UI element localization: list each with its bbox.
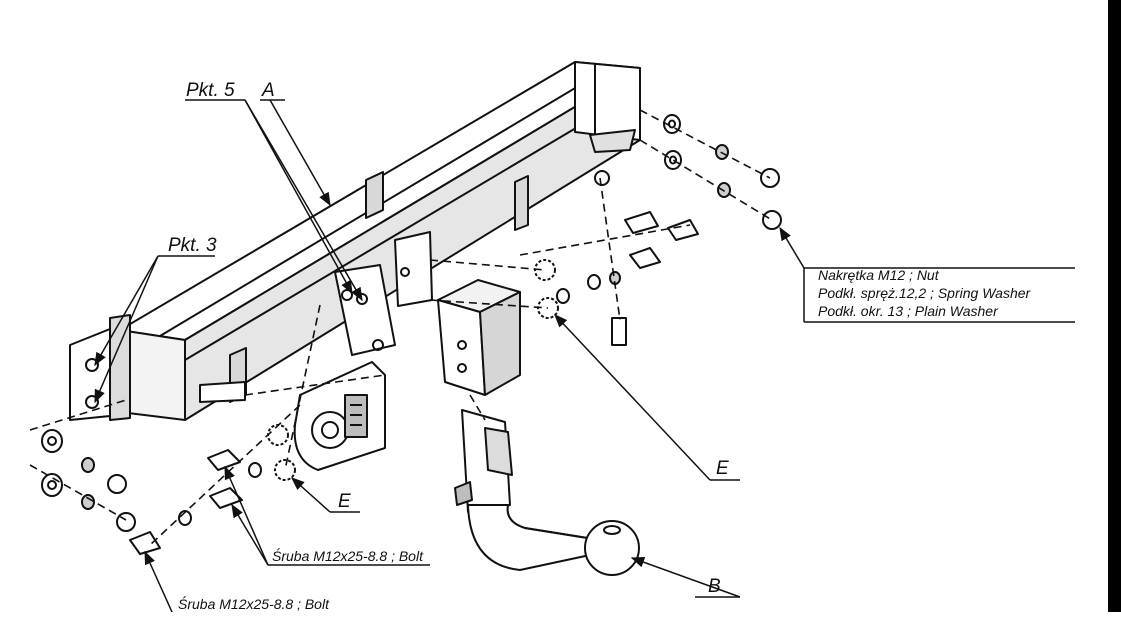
assembly-lines [29,109,773,546]
leader-lines [94,99,1075,613]
label-pkt5: Pkt. 5 [186,80,235,101]
label-e-right: E [716,458,729,479]
caption-plain-washer: Podkł. okr. 13 ; Plain Washer [818,303,999,319]
label-pkt3: Pkt. 3 [168,235,217,256]
caption-bolt-middle: Śruba M12x25-8.8 ; Bolt [272,547,424,564]
left-bolts [129,424,296,555]
right-bolts [594,170,699,346]
beam-hangers [199,171,529,403]
left-end-plate [69,314,131,421]
label-a: A [261,80,275,101]
tow-ball-neck [454,409,640,576]
caption-nut: Nakrętka M12 ; Nut [818,267,940,283]
label-e-left: E [338,491,351,512]
socket-plate [293,361,386,471]
caption-bolt-bottom: Śruba M12x25-8.8 ; Bolt [178,595,330,612]
right-end-bracket [589,129,636,153]
receiver-block [437,279,521,396]
left-fasteners [41,429,136,532]
caption-spring-washer: Podkł. spręż.12,2 ; Spring Washer [818,285,1032,301]
label-b: B [708,576,721,597]
side-bracket [394,231,433,307]
right-frame-border [1108,0,1121,612]
